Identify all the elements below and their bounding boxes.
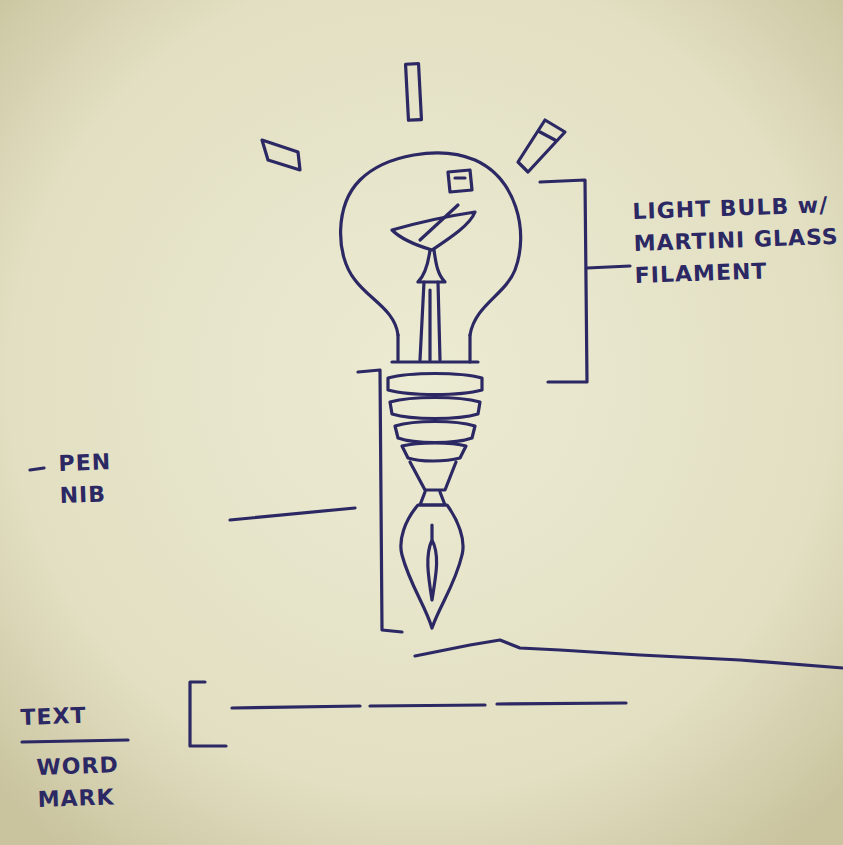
annotation-label: LIGHT BULB w/ MARTINI GLASS FILAMENT	[632, 188, 843, 291]
label-dash	[30, 468, 44, 470]
screw-thread	[388, 362, 482, 395]
base-tip	[410, 462, 456, 490]
nib-collar	[420, 492, 445, 505]
annotation-label: TEXT	[20, 698, 131, 734]
light-ray	[406, 64, 422, 121]
bulb-neck	[398, 335, 470, 362]
nib-bracket	[230, 370, 402, 632]
martini-stem	[418, 250, 445, 282]
olive	[448, 170, 472, 192]
annotation-label: WORD MARK	[36, 747, 168, 815]
nib-slit	[428, 525, 437, 600]
bulb-bracket	[540, 180, 630, 382]
light-ray	[262, 140, 300, 170]
screw-thread	[402, 443, 466, 461]
light-ray	[518, 120, 565, 172]
filament-wires	[420, 282, 440, 360]
annotation-label: PEN NIB	[58, 445, 150, 512]
martini-pick	[420, 205, 458, 240]
screw-thread	[395, 422, 475, 443]
martini-bowl	[392, 212, 475, 250]
wordmark-bracket	[190, 682, 226, 746]
wordmark-placeholder	[232, 703, 626, 708]
label-underline	[22, 740, 128, 742]
screw-thread	[390, 398, 480, 419]
pen-nib	[401, 505, 463, 628]
wavy-line	[415, 640, 843, 668]
